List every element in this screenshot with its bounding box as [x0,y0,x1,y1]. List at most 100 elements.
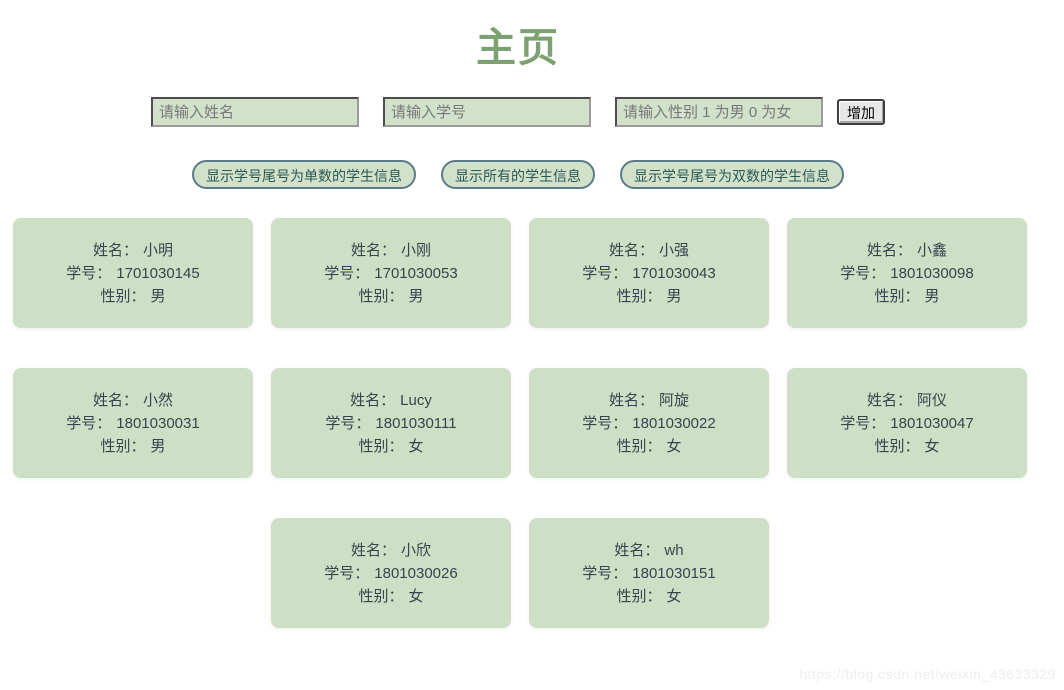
student-card-grid: 姓名：小明 学号：1701030145 性别：男 姓名：小刚 学号：170103… [0,218,1040,668]
student-gender-line: 性别：男 [874,285,939,308]
student-name-line: 姓名： 阿旋 [609,389,689,412]
student-id-label: 学号： [66,414,112,432]
student-card: 姓名： 小欣 学号：1801030026 性别：女 [271,518,511,628]
student-id: 1801030098 [890,264,974,282]
student-gender-line: 性别：男 [358,285,423,308]
student-name: 小欣 [401,541,432,559]
student-id-line: 学号：1801030047 [840,412,973,435]
student-card: 姓名：Lucy 学号：1801030111 性别：女 [271,368,511,478]
student-name-line: 姓名：小强 [609,239,689,262]
student-gender: 男 [150,287,166,305]
student-id-line: 学号：1701030043 [582,262,715,285]
student-gender: 女 [666,587,682,605]
student-name-line: 姓名： 小然 [93,389,173,412]
student-gender: 女 [408,587,424,605]
student-card: 姓名：wh 学号：1801030151 性别：女 [529,518,769,628]
student-gender-line: 性别：女 [616,585,681,608]
student-id: 1701030053 [374,264,458,282]
student-id-line: 学号：1801030151 [582,562,715,585]
add-button[interactable]: 增加 [837,99,885,125]
name-label: 姓名： [866,241,912,259]
gender-label: 性别： [616,437,662,455]
csdn-watermark: https://blog.csdn.net/weixin_43633329 [799,666,1056,682]
student-id-line: 学号：1701030053 [324,262,457,285]
name-label: 姓名： [350,391,396,409]
student-id: 1801030111 [375,414,457,432]
gender-input[interactable] [615,97,823,127]
name-label: 姓名： [350,541,396,559]
show-odd-ids-button[interactable]: 显示学号尾号为单数的学生信息 [192,160,416,189]
student-gender-line: 性别：女 [358,435,423,458]
student-id-line: 学号：1801030111 [325,412,456,435]
student-gender: 男 [150,437,166,455]
student-gender-line: 性别：女 [358,585,423,608]
student-card: 姓名：小强 学号：1701030043 性别：男 [529,218,769,328]
student-card: 姓名： 小然 学号：1801030031 性别：男 [13,368,253,478]
student-card: 姓名：小明 学号：1701030145 性别：男 [13,218,253,328]
student-id-line: 学号：1801030098 [840,262,973,285]
student-name-line: 姓名： 小明 [93,239,173,262]
student-card: 姓名： 阿旋 学号：1801030022 性别：女 [529,368,769,478]
student-id-label: 学号： [582,264,628,282]
student-name: 阿旋 [659,391,690,409]
student-gender-line: 性别：男 [100,435,165,458]
gender-label: 性别： [874,287,920,305]
student-id: 1701030043 [632,264,716,282]
student-name-line: 姓名： 小欣 [351,539,431,562]
student-id-input[interactable] [383,97,591,127]
show-all-button[interactable]: 显示所有的学生信息 [441,160,595,189]
gender-label: 性别： [358,437,404,455]
student-id-line: 学号：1801030026 [324,562,457,585]
student-gender: 女 [924,437,940,455]
name-label: 姓名： [608,391,654,409]
student-id-label: 学号： [324,264,370,282]
student-name-line: 姓名： 小鑫 [867,239,947,262]
gender-label: 性别： [100,287,146,305]
student-id: 1801030151 [632,564,716,582]
name-label: 姓名： [92,391,138,409]
student-name: 阿仪 [917,391,948,409]
name-input[interactable] [151,97,359,127]
student-gender-line: 性别：男 [100,285,165,308]
page-content: 主页 增加 显示学号尾号为单数的学生信息 显示所有的学生信息 显示学号尾号为双数… [0,26,1036,668]
student-name-line: 姓名：Lucy [350,389,432,412]
student-card: 姓名： 小刚 学号：1701030053 性别：男 [271,218,511,328]
gender-label: 性别： [616,587,662,605]
student-id-label: 学号： [582,414,628,432]
name-label: 姓名： [614,541,660,559]
gender-label: 性别： [874,437,920,455]
student-gender: 女 [666,437,682,455]
student-name-line: 姓名：wh [614,539,683,562]
student-id-label: 学号： [840,414,886,432]
student-name: 小然 [143,391,174,409]
student-name: 小鑫 [917,241,948,259]
student-id-label: 学号： [324,564,370,582]
student-name: 小明 [143,241,174,259]
name-label: 姓名： [92,241,138,259]
student-gender-line: 性别：女 [616,435,681,458]
student-id-label: 学号： [66,264,112,282]
student-gender: 女 [408,437,424,455]
student-card: 姓名： 小鑫 学号：1801030098 性别：男 [787,218,1027,328]
name-label: 姓名： [866,391,912,409]
show-even-ids-button[interactable]: 显示学号尾号为双数的学生信息 [620,160,844,189]
page-title: 主页 [476,26,560,70]
filter-buttons: 显示学号尾号为单数的学生信息 显示所有的学生信息 显示学号尾号为双数的学生信息 [0,160,1036,189]
student-id: 1801030022 [632,414,716,432]
student-id-label: 学号： [325,414,371,432]
name-label: 姓名： [608,241,654,259]
student-id-label: 学号： [582,564,628,582]
name-label: 姓名： [350,241,396,259]
student-card: 姓名： 阿仪 学号：1801030047 性别：女 [787,368,1027,478]
student-gender: 男 [408,287,424,305]
student-id-line: 学号：1801030031 [66,412,199,435]
student-gender: 男 [666,287,682,305]
student-name: 小刚 [401,241,432,259]
student-id: 1801030026 [374,564,458,582]
gender-label: 性别： [358,587,404,605]
student-name-line: 姓名： 阿仪 [867,389,947,412]
student-name: Lucy [400,391,432,409]
gender-label: 性别： [358,287,404,305]
student-id: 1801030047 [890,414,974,432]
student-id-line: 学号：1801030022 [582,412,715,435]
